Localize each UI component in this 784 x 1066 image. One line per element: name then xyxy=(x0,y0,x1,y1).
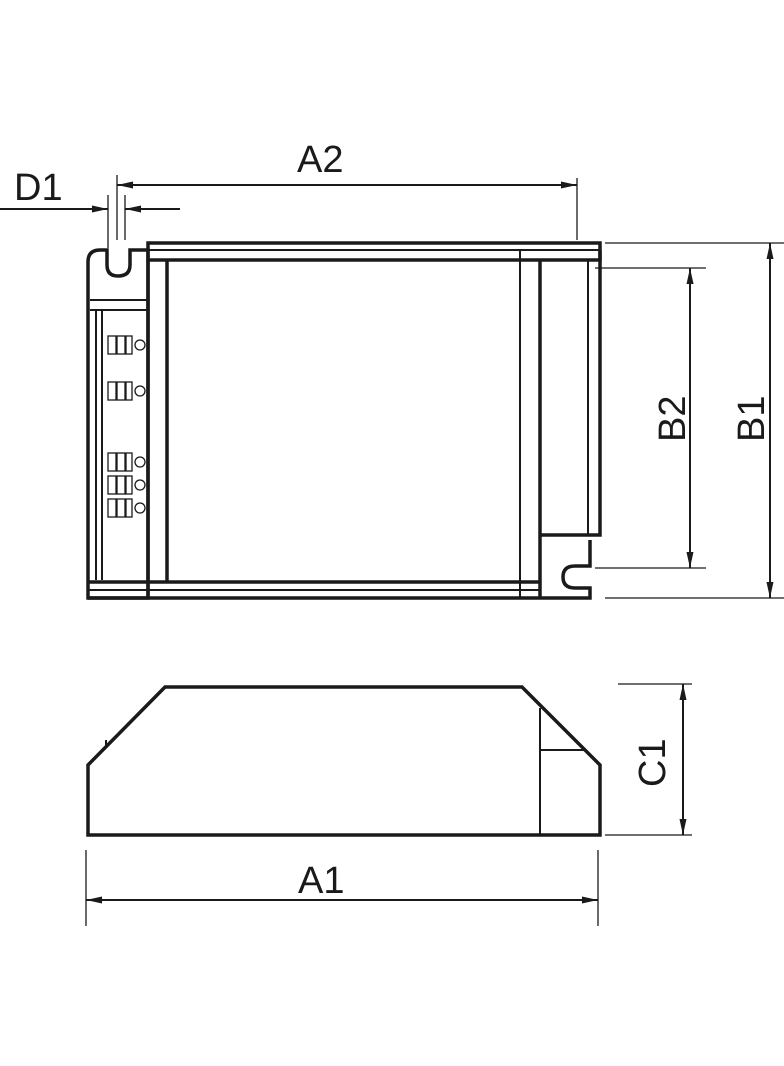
dimension-a2: A2 xyxy=(116,139,578,240)
top-rim xyxy=(146,241,602,262)
right-end-cap xyxy=(540,250,602,537)
label-b2: B2 xyxy=(652,396,694,442)
left-terminal-block xyxy=(86,248,150,600)
label-d1: D1 xyxy=(14,167,63,209)
dimension-a1: A1 xyxy=(85,850,599,926)
dimension-b2: B2 xyxy=(595,267,706,569)
dimension-c1: C1 xyxy=(605,683,692,836)
dimension-d1: D1 xyxy=(0,167,180,248)
label-a1: A1 xyxy=(298,860,344,902)
dimension-b1: B1 xyxy=(605,242,784,599)
mounting-slot xyxy=(540,540,592,600)
side-view xyxy=(86,685,602,837)
label-a2: A2 xyxy=(297,139,343,181)
top-view xyxy=(86,241,602,600)
terminal-connectors xyxy=(107,335,146,518)
label-b1: B1 xyxy=(731,396,773,442)
label-c1: C1 xyxy=(632,738,674,787)
